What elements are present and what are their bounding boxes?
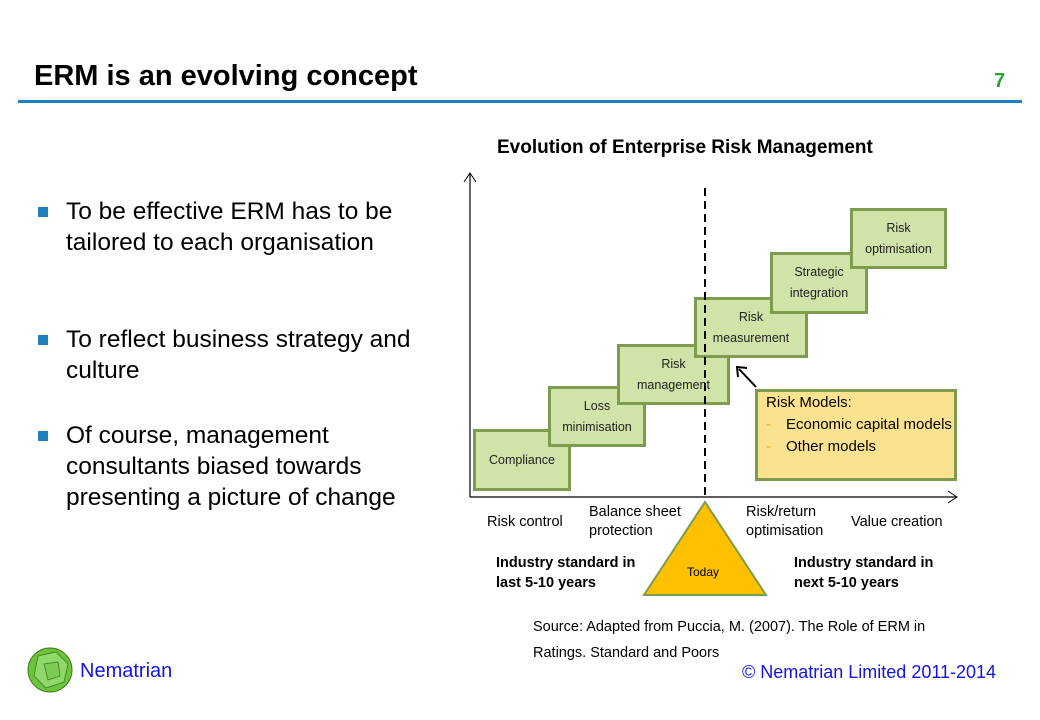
callout-arrow [738, 368, 757, 388]
stage-label: Strategic [794, 265, 844, 279]
x-label: Risk control [487, 514, 563, 530]
brand-name: Nematrian [80, 660, 173, 682]
x-label: Risk/return optimisation [746, 504, 824, 539]
bullet-item: Of course, management consultants biased… [38, 420, 426, 513]
nematrian-logo-icon [27, 647, 73, 693]
stage-label: Risk [738, 309, 764, 324]
today-label: Today [687, 565, 720, 579]
bullet-item: To be effective ERM has to be tailored t… [38, 196, 426, 258]
stage-label: management [637, 377, 710, 392]
bullet-text: To be effective ERM has to be tailored t… [66, 198, 393, 256]
y-axis-arrow-icon [463, 172, 477, 183]
title-divider [18, 100, 1022, 103]
callout-item-text: Other models [786, 438, 877, 455]
callout-item: -Other models [766, 438, 877, 455]
stage-label: Compliance [488, 452, 555, 467]
bullet-text: To reflect business strategy and culture [66, 326, 411, 384]
page-number: 7 [994, 70, 1006, 92]
stage-label: measurement [712, 330, 790, 345]
stage-label: optimisation [865, 241, 932, 256]
callout-item: -Economic capital models [766, 416, 952, 433]
stage-loss-minimisation: Loss minimisation [548, 386, 646, 447]
x-axis-arrow-icon [947, 490, 958, 504]
left-note: Industry standard in last 5-10 years [496, 555, 636, 591]
diagram-title: Evolution of Enterprise Risk Management [497, 137, 873, 158]
bullet-square-icon [38, 431, 48, 441]
risk-models-callout: Risk Models: -Economic capital models -O… [755, 389, 957, 481]
bullet-square-icon [38, 335, 48, 345]
stage-risk-optimisation: Risk optimisation [850, 208, 947, 269]
callout-item-text: Economic capital models [786, 416, 952, 433]
bullet-text: Of course, management consultants biased… [66, 422, 396, 511]
right-note: Industry standard in next 5-10 years [794, 555, 934, 591]
callout-heading: Risk Models: [766, 394, 852, 411]
stage-label: Loss [583, 398, 611, 413]
stage-label: integration [789, 286, 849, 300]
slide-title: ERM is an evolving concept [34, 60, 418, 92]
callout-arrowhead-icon [735, 365, 748, 378]
stage-label: Risk [661, 356, 686, 371]
source-note: Source: Adapted from Puccia, M. (2007). … [533, 619, 926, 661]
stage-label: Risk [886, 220, 911, 235]
x-label: Value creation [851, 514, 943, 530]
copyright: © Nematrian Limited 2011-2014 [742, 662, 997, 682]
bullet-square-icon [38, 207, 48, 217]
today-triangle [642, 500, 768, 596]
x-label: Balance sheet protection [589, 504, 681, 539]
stage-label: minimisation [562, 419, 632, 434]
bullet-item: To reflect business strategy and culture [38, 324, 426, 386]
